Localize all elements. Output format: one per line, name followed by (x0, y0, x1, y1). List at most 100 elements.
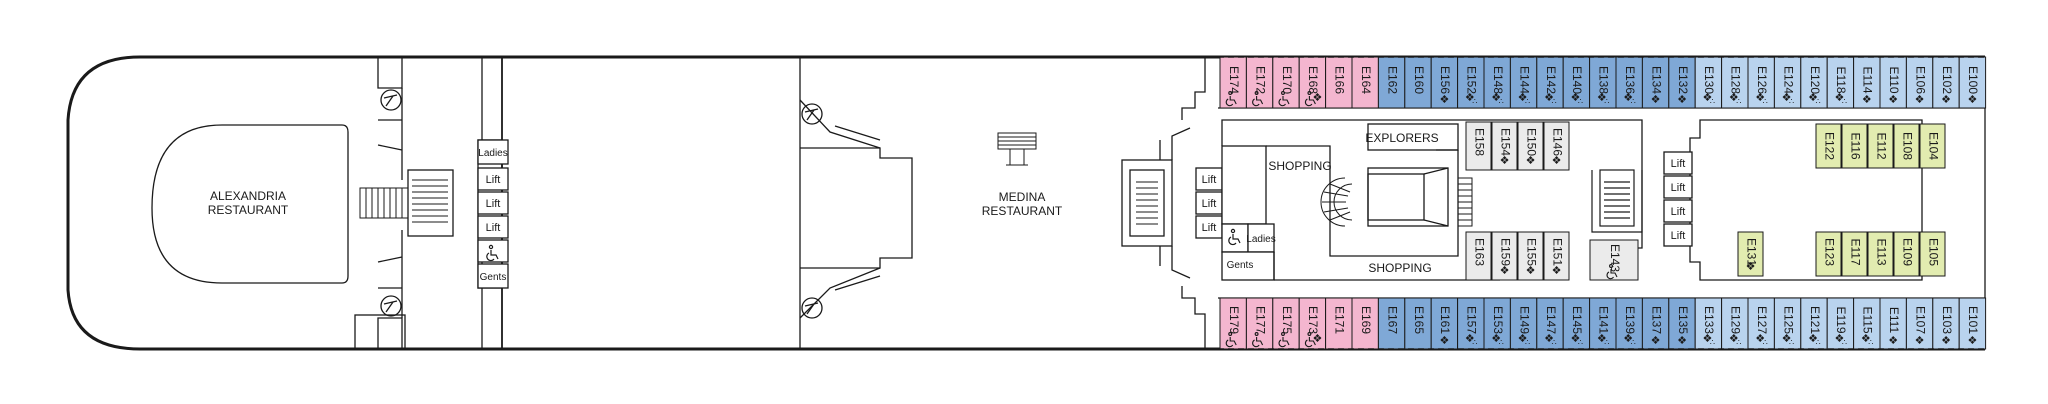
cabin-e139[interactable]: E139❖∴ (1615, 297, 1643, 350)
cabin-e115[interactable]: E115❖∴ (1853, 297, 1881, 350)
cabin-e127[interactable]: E127❖∴ (1747, 297, 1775, 350)
cabin-e104[interactable]: E104 (1919, 123, 1946, 169)
cabin-e129[interactable]: E129❖∴ (1721, 297, 1749, 350)
cabin-e117[interactable]: E117 (1841, 231, 1868, 277)
connecting-cabin-icon: ❖ (1597, 92, 1607, 104)
cabin-e159[interactable]: E159❖ (1491, 231, 1518, 281)
cabin-shape (1932, 297, 1960, 350)
cabin-e101[interactable]: E101❖ (1958, 297, 1987, 350)
cabin-e102[interactable]: E102❖ (1932, 56, 1960, 109)
cabin-e125[interactable]: E125❖∴ (1773, 297, 1802, 350)
cabin-e113[interactable]: E113 (1867, 231, 1894, 277)
cabin-e172[interactable]: E172 (1245, 56, 1274, 109)
mid-lift-label-3: Lift (1202, 222, 1217, 234)
cabin-e111[interactable]: E111❖ (1879, 297, 1907, 350)
cabin-e114[interactable]: E114❖ (1853, 56, 1881, 109)
cabin-e112[interactable]: E112 (1867, 123, 1894, 169)
cabin-number: E172 (1253, 66, 1267, 94)
cabin-e128[interactable]: E128❖∴ (1721, 56, 1749, 109)
cabin-e150[interactable]: E150❖ (1517, 121, 1544, 171)
connecting-cabin-icon: ❖ (1544, 333, 1554, 345)
cabin-e154[interactable]: E154❖ (1491, 121, 1518, 171)
cabin-e146[interactable]: E146❖ (1543, 121, 1570, 171)
cabin-e170[interactable]: E170 (1272, 56, 1300, 109)
cabin-e157[interactable]: E157❖∴ (1457, 297, 1485, 350)
cabin-shape (1694, 297, 1723, 350)
cabin-e138[interactable]: E138❖∴ (1589, 56, 1617, 109)
cabin-e121[interactable]: E121❖∴ (1800, 297, 1828, 350)
cabin-e110[interactable]: E110❖ (1879, 56, 1907, 109)
cabin-e175[interactable]: E175 (1272, 297, 1300, 350)
cabin-e120[interactable]: E120❖∴ (1800, 56, 1828, 109)
cabin-shape (1325, 297, 1353, 350)
cabin-e100[interactable]: E100❖ (1958, 56, 1987, 109)
cabin-e134[interactable]: E134❖ (1641, 56, 1670, 109)
cabin-shape (1826, 56, 1855, 109)
cabin-e123[interactable]: E123 (1815, 231, 1842, 277)
cabin-shape (1536, 297, 1564, 350)
cabin-e136[interactable]: E136❖∴ (1615, 56, 1643, 109)
cabin-e130[interactable]: E130❖∴ (1694, 56, 1723, 109)
cabin-e144[interactable]: E144❖∴ (1509, 56, 1538, 109)
cabin-e135[interactable]: E135❖ (1668, 297, 1696, 350)
cabin-e131[interactable]: E131❖ (1737, 231, 1764, 277)
cabin-e149[interactable]: E149❖∴ (1509, 297, 1538, 350)
cabin-e124[interactable]: E124❖∴ (1773, 56, 1802, 109)
cabin-e169[interactable]: E169 (1351, 297, 1379, 350)
cabin-e137[interactable]: E137❖ (1641, 297, 1670, 350)
cabin-e177[interactable]: E177 (1245, 297, 1274, 350)
cabin-e140[interactable]: E140❖∴ (1562, 56, 1591, 109)
sofa-bed-icon: ∴ (1868, 338, 1873, 347)
medina-restaurant-label-line1: MEDINA (999, 190, 1046, 204)
cabin-e103[interactable]: E103❖ (1932, 297, 1960, 350)
cabin-e148[interactable]: E148❖∴ (1483, 56, 1511, 109)
cabin-e109[interactable]: E109 (1893, 231, 1920, 277)
sofa-bed-icon: ∴ (1842, 338, 1847, 347)
cabin-e152[interactable]: E152❖∴ (1457, 56, 1485, 109)
cabin-e171[interactable]: E171 (1325, 297, 1353, 350)
cabin-e118[interactable]: E118❖∴ (1826, 56, 1855, 109)
cabin-e155[interactable]: E155❖ (1517, 231, 1544, 281)
forward-lift-label-1: Lift (1671, 158, 1686, 170)
aft-gents-label: Gents (480, 272, 507, 283)
cabin-e158[interactable]: E158 (1465, 121, 1492, 171)
cabin-e156[interactable]: E156❖ (1430, 56, 1459, 109)
cabin-number: E128 (1729, 66, 1743, 94)
cabin-e167[interactable]: E167 (1377, 297, 1406, 350)
cabin-e161[interactable]: E161❖ (1430, 297, 1459, 350)
sofa-bed-icon: ∴ (1631, 338, 1636, 347)
cabin-e106[interactable]: E106❖ (1905, 56, 1934, 109)
mid-gents-label: Gents (1227, 260, 1254, 271)
cabin-e160[interactable]: E160 (1404, 56, 1432, 109)
cabin-e141[interactable]: E141❖∴ (1589, 297, 1617, 350)
cabin-number: E153 (1491, 306, 1505, 334)
cabin-e163[interactable]: E163 (1465, 231, 1492, 281)
cabin-e143[interactable]: E143 (1589, 239, 1639, 281)
cabin-e126[interactable]: E126❖∴ (1747, 56, 1775, 109)
cabin-e132[interactable]: E132❖ (1668, 56, 1696, 109)
cabin-e105[interactable]: E105 (1919, 231, 1946, 277)
cabin-e151[interactable]: E151❖ (1543, 231, 1570, 281)
cabin-shape (1668, 56, 1696, 109)
cabin-e147[interactable]: E147❖∴ (1536, 297, 1564, 350)
cabin-e153[interactable]: E153❖∴ (1483, 297, 1511, 350)
cabin-e122[interactable]: E122 (1815, 123, 1842, 169)
connecting-cabin-icon: ❖ (1915, 335, 1925, 347)
cabin-e179[interactable]: E179 (1219, 297, 1247, 350)
cabin-e108[interactable]: E108 (1893, 123, 1920, 169)
cabin-e174[interactable]: E174 (1219, 56, 1247, 109)
cabin-e133[interactable]: E133❖∴ (1694, 297, 1723, 350)
cabin-e116[interactable]: E116 (1841, 123, 1868, 169)
cabin-e142[interactable]: E142❖∴ (1536, 56, 1564, 109)
cabin-shape (1430, 56, 1459, 109)
cabin-e164[interactable]: E164 (1351, 56, 1379, 109)
cabin-e119[interactable]: E119❖∴ (1826, 297, 1855, 350)
cabin-e145[interactable]: E145❖∴ (1562, 297, 1591, 350)
cabin-e173[interactable]: E173❖ (1298, 297, 1327, 350)
cabin-e107[interactable]: E107❖ (1905, 297, 1934, 350)
cabin-e168[interactable]: E168❖ (1298, 56, 1327, 109)
cabin-e166[interactable]: E166 (1325, 56, 1353, 109)
cabin-e162[interactable]: E162 (1377, 56, 1406, 109)
cabin-e165[interactable]: E165 (1404, 297, 1432, 350)
